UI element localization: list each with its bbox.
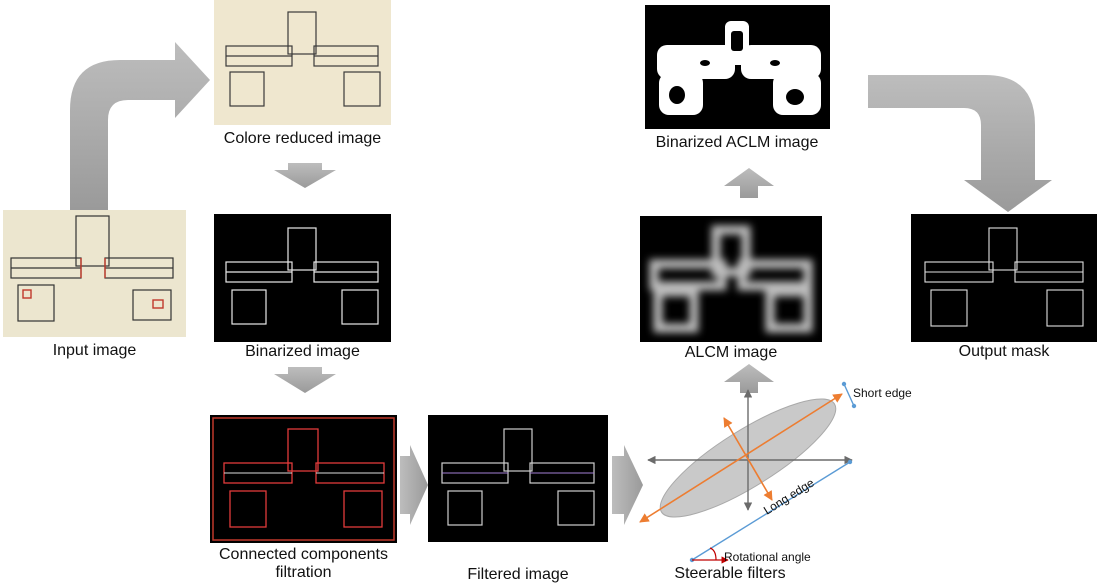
arrow-right-2 <box>612 445 643 525</box>
rotational-angle-label: Rotational angle <box>724 550 811 564</box>
binarized-aclm-image-label: Binarized ACLM image <box>655 134 819 151</box>
binarized-image-label: Binarized image <box>245 343 360 360</box>
binarized-aclm-image-panel <box>645 5 830 129</box>
curved-arrow-up-right <box>70 42 210 210</box>
long-edge-line <box>691 461 851 561</box>
color-reduced-image-label: Colore reduced image <box>223 130 382 147</box>
alcm-image-label: ALCM image <box>684 344 778 361</box>
arrow-down-1 <box>274 163 336 188</box>
input-image-panel <box>3 210 186 337</box>
short-edge-label: Short edge <box>853 386 912 400</box>
curved-arrow-right-down <box>868 75 1052 212</box>
input-image-label: Input image <box>52 342 137 359</box>
arrow-down-2 <box>274 367 336 393</box>
output-mask-label: Output mask <box>958 343 1050 360</box>
binarized-image-panel <box>214 214 391 342</box>
alcm-image-panel <box>640 216 822 342</box>
short-axis <box>723 417 773 501</box>
filtered-image-label: Filtered image <box>467 566 569 583</box>
steerable-filters-label: Steerable filters <box>674 565 786 582</box>
filtered-image-panel <box>428 415 608 542</box>
rotational-angle-arc <box>709 547 717 561</box>
arrow-up-2 <box>724 168 774 198</box>
steerable-filter-diagram <box>639 381 857 564</box>
output-mask-panel <box>911 214 1097 342</box>
arrow-up-1 <box>724 364 774 393</box>
connected-components-label: Connected components filtration <box>219 546 388 581</box>
long-axis <box>639 393 843 523</box>
arrow-right-1 <box>400 445 428 525</box>
short-edge-line <box>843 383 855 407</box>
color-reduced-image-panel <box>214 0 391 125</box>
connected-components-image-panel <box>210 415 397 543</box>
